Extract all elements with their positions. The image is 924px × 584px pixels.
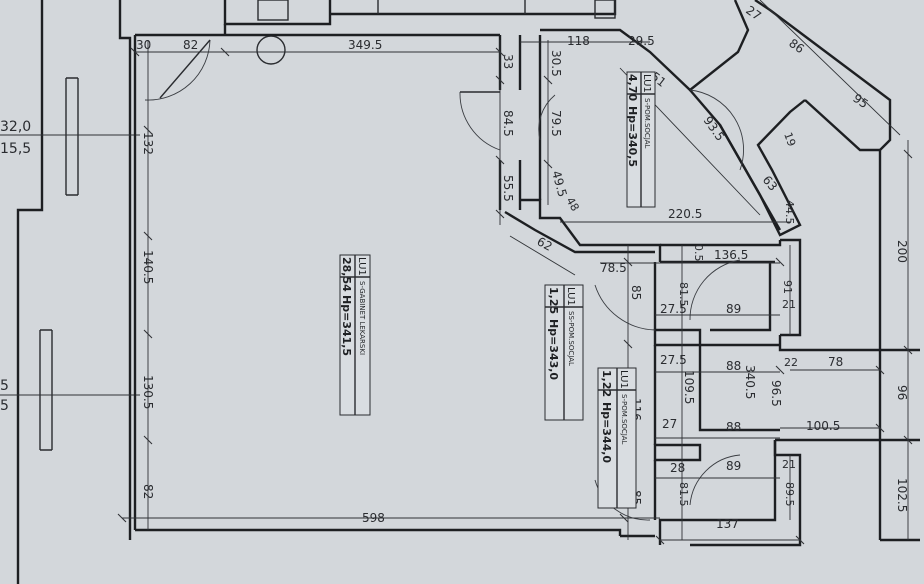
room-height: Hp=344,0 xyxy=(600,402,613,463)
room-height: Hp=340,5 xyxy=(626,106,639,167)
dim-label: 136.5 xyxy=(714,248,748,262)
dim-label: 33 xyxy=(501,54,515,69)
dim-label: 102.5 xyxy=(895,478,909,512)
dim-label: 81.5 xyxy=(677,482,690,507)
dim-label: 78 xyxy=(828,355,843,369)
dim-label: 349.5 xyxy=(348,38,382,52)
dim-label: 200 xyxy=(895,240,909,263)
dim-label: 89.5 xyxy=(783,482,796,507)
room-code: LU1 xyxy=(356,257,367,276)
dim-label: 130.5 xyxy=(141,375,155,409)
dim-label: 55.5 xyxy=(501,175,515,202)
room-height: Hp=341,5 xyxy=(340,295,353,356)
dim-label: 21 xyxy=(782,458,796,471)
left-exterior xyxy=(0,0,140,584)
dim-label: 22 xyxy=(784,356,798,369)
dim-label: 88 xyxy=(726,359,741,373)
dim-label: 49.5 xyxy=(549,169,569,198)
dim-label: 62 xyxy=(535,234,555,254)
dim-label: 340.5 xyxy=(743,365,757,399)
dim-label: 15,5 xyxy=(0,141,31,157)
room-height: Hp=343,0 xyxy=(547,319,560,380)
dim-label: 32,0 xyxy=(0,119,31,135)
dim-label: 109.5 xyxy=(682,370,696,404)
dim-label: 140.5 xyxy=(141,250,155,284)
room-label-main: LU1 S-GABINET LEKARSKI 28,54 Hp=341,5 xyxy=(339,254,371,416)
room-name: SS-POM.SOCJAL xyxy=(567,311,575,366)
dim-label: 0.5 xyxy=(692,244,705,262)
dim-label: 21 xyxy=(782,298,796,311)
dim-label: 30 xyxy=(136,38,151,52)
dim-label: 5 xyxy=(0,398,9,414)
dim-label: 89 xyxy=(726,302,741,316)
room-name: S-POM.SOCJAL xyxy=(643,98,651,149)
room-area: 28,54 xyxy=(340,257,353,292)
dim-label: 598 xyxy=(362,511,385,525)
dim-label: 118 xyxy=(567,34,590,48)
dim-label: 19 xyxy=(781,131,798,149)
dim-label: 96.5 xyxy=(769,380,783,407)
dim-label: 30.5 xyxy=(549,50,563,77)
dim-label: 85 xyxy=(629,285,643,300)
dim-label: 27.5 xyxy=(660,353,687,367)
dim-label: 82 xyxy=(183,38,198,52)
room-name: S-GABINET LEKARSKI xyxy=(358,281,366,355)
dim-label: 220.5 xyxy=(668,207,702,221)
dim-label: 44.5 xyxy=(783,200,796,225)
room-area: 1,22 xyxy=(600,370,613,397)
dim-label: 28 xyxy=(670,461,685,475)
dim-label: 81.5 xyxy=(677,282,690,307)
room-code: LU1 xyxy=(618,370,629,389)
dim-label: 88 xyxy=(726,420,741,434)
room-label-socjal-middle: LU1 SS-POM.SOCJAL 1,25 Hp=343,0 xyxy=(544,284,584,421)
dim-label: 78.5 xyxy=(600,261,627,275)
dim-label: 89 xyxy=(726,459,741,473)
dim-label: 82 xyxy=(141,484,155,499)
room-area: 1,25 xyxy=(547,287,560,314)
room-area: 4,70 xyxy=(626,74,639,101)
dim-label: 27 xyxy=(662,417,677,431)
dim-label: 137 xyxy=(716,517,739,531)
dim-label: 91 xyxy=(781,280,794,294)
dimension-lines xyxy=(122,0,909,541)
dim-label: 27.5 xyxy=(660,302,687,316)
room-label-socjal-bottom: LU1 S-POM.SOCJAL 1,22 Hp=344,0 xyxy=(597,367,637,509)
room-label-socjal-top: LU1 S-POM.SOCJAL 4,70 Hp=340,5 xyxy=(626,71,656,208)
dim-label: 29.5 xyxy=(628,34,655,48)
room-name: S-POM.SOCJAL xyxy=(620,394,628,445)
dim-label: 48 xyxy=(563,195,581,214)
dim-label: 100.5 xyxy=(806,419,840,433)
dim-label: 5 xyxy=(0,378,9,394)
dim-label: 84.5 xyxy=(501,110,515,137)
room-code: LU1 xyxy=(565,287,576,306)
room-code: LU1 xyxy=(641,74,652,93)
dim-label: 96 xyxy=(895,385,909,400)
dim-label: 79.5 xyxy=(549,110,563,137)
dim-label: 132 xyxy=(141,132,155,155)
